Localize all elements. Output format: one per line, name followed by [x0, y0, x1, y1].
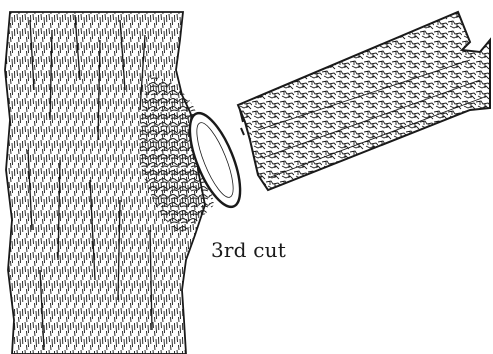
- cut-label: 3rd cut: [211, 238, 286, 262]
- removed-branch-stub: [238, 12, 490, 190]
